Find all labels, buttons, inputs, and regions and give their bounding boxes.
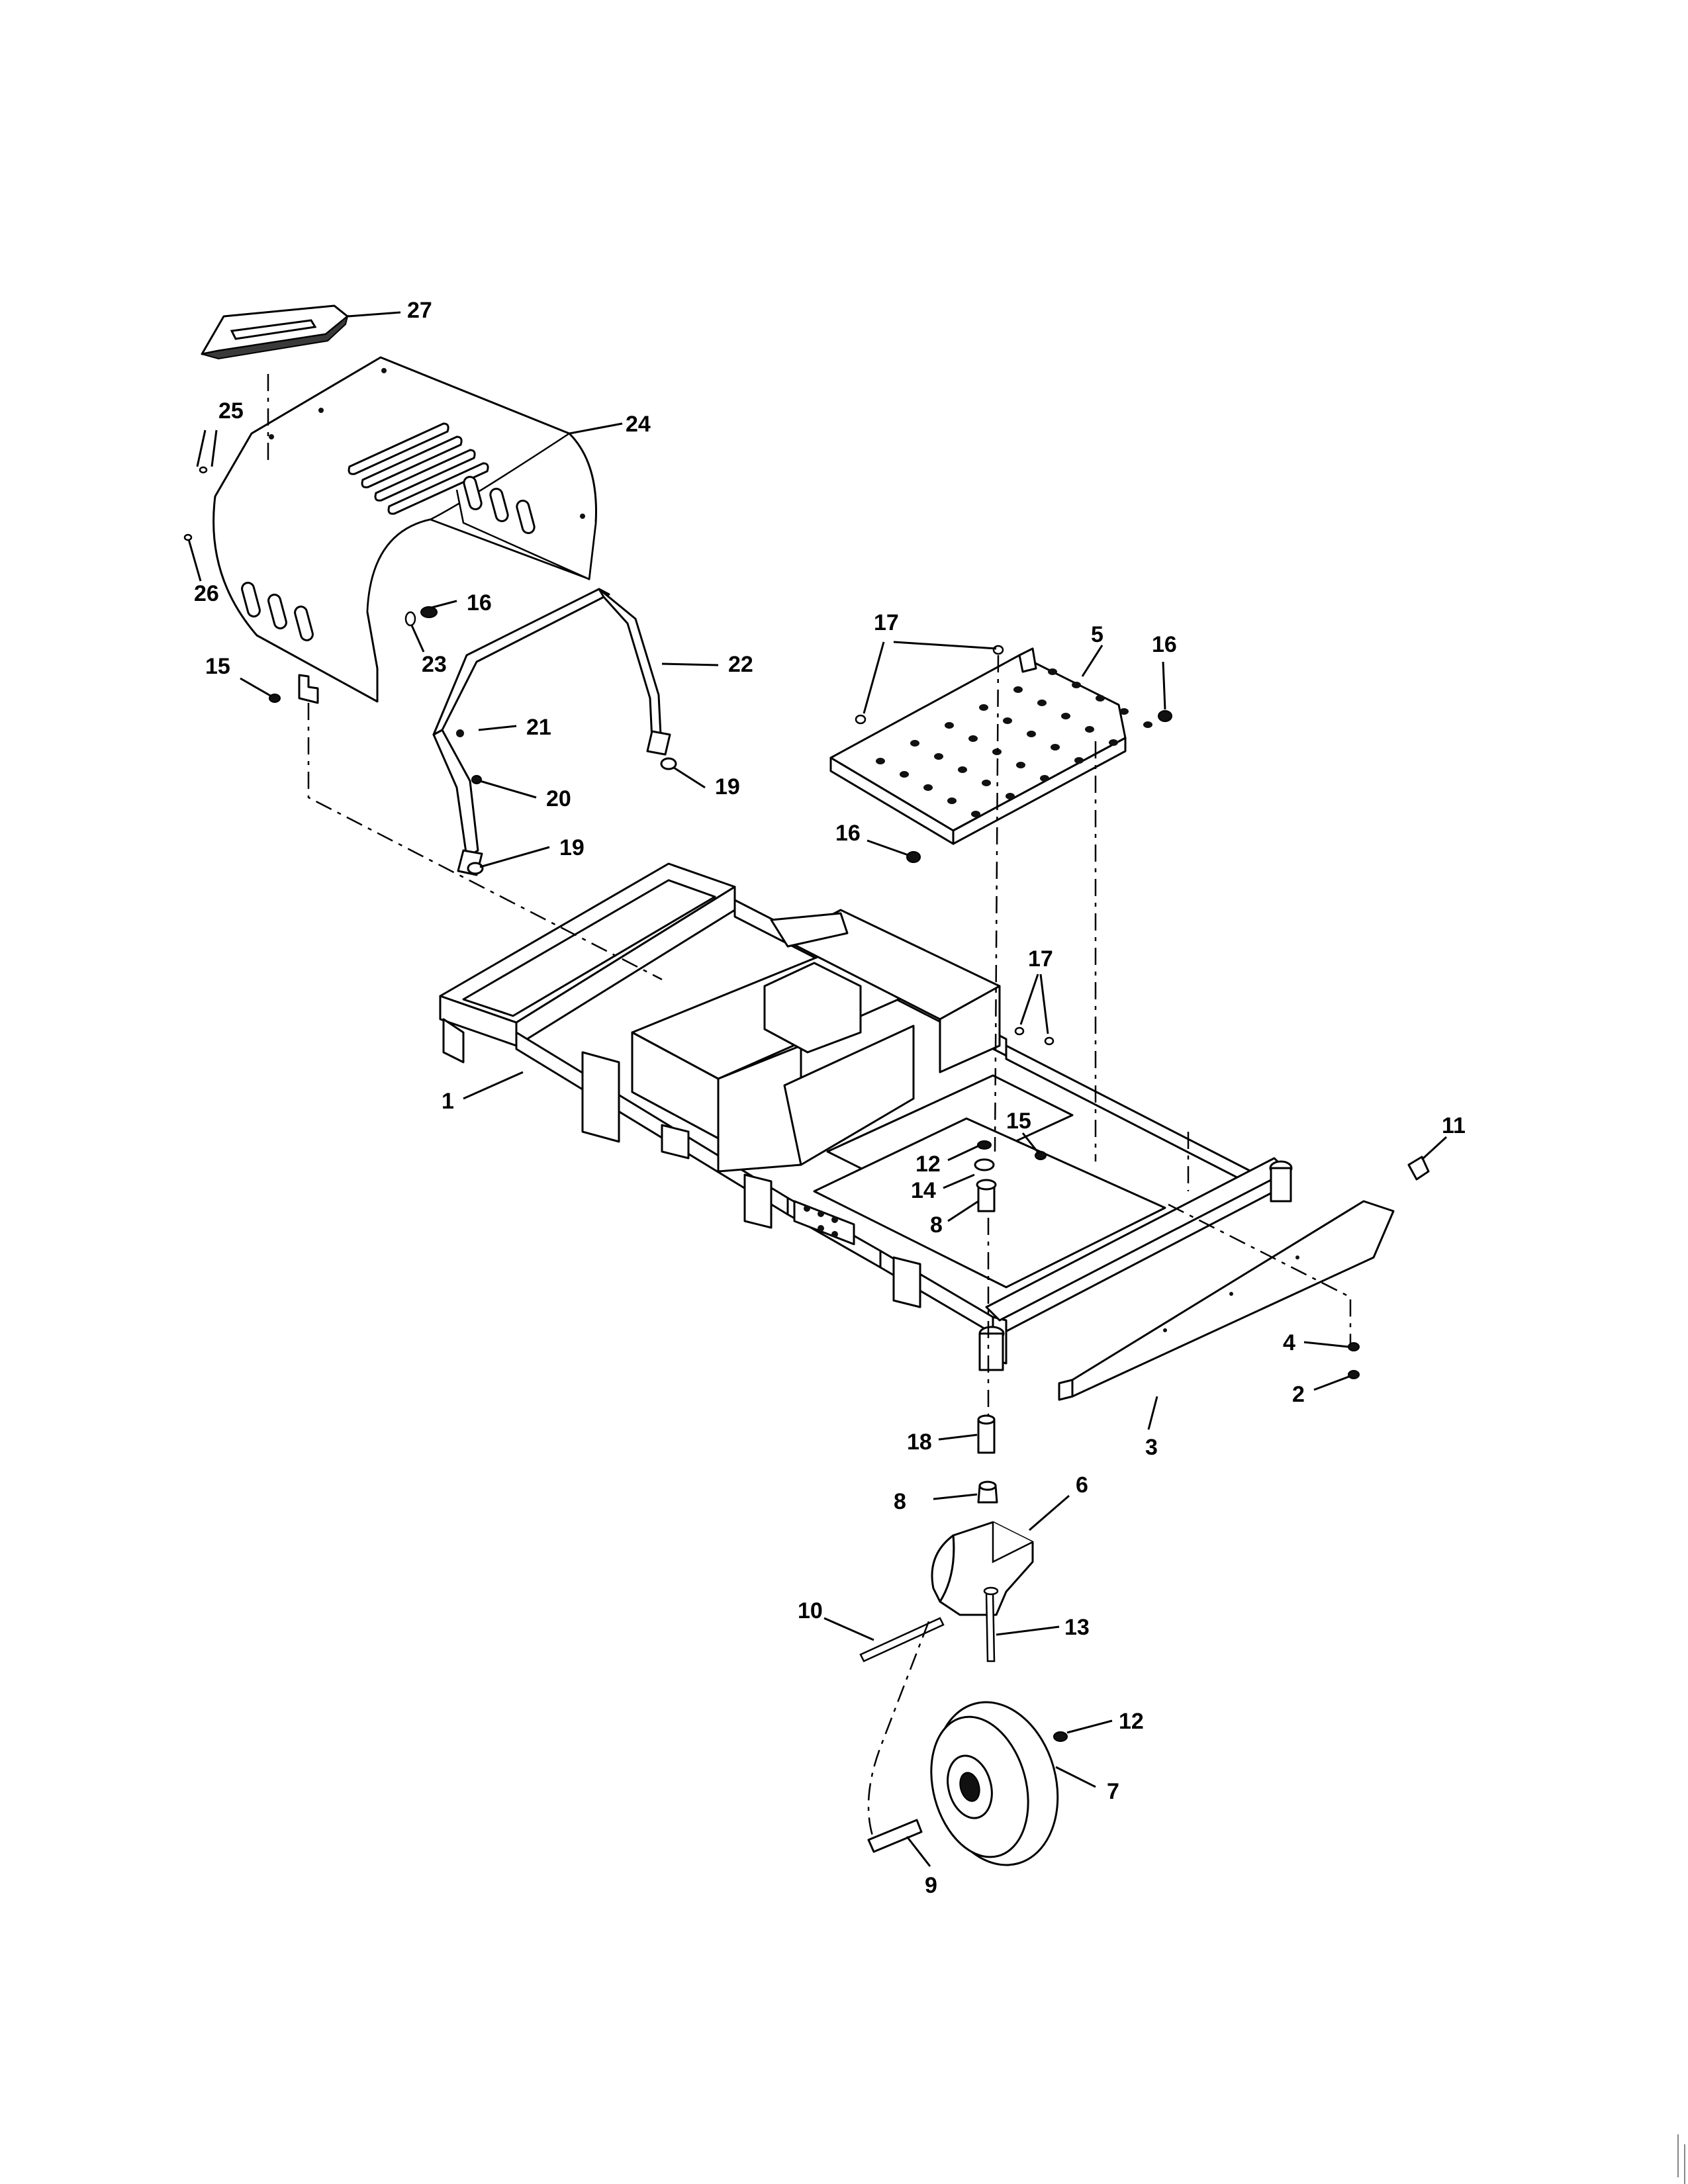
floor-pan-hole: [1061, 713, 1070, 719]
caster-yoke-part: [931, 1521, 1034, 1616]
floor-pan-hole: [1143, 721, 1152, 728]
leader-lines: [187, 311, 1448, 1867]
floor-pan-hole: [1096, 695, 1105, 702]
hood-bracket-part: [298, 674, 319, 704]
callout-8: 8: [930, 1212, 943, 1238]
callout-23: 23: [422, 652, 447, 677]
callout-19: 19: [715, 774, 740, 799]
rear-hood-part: [212, 356, 597, 703]
floor-pan-hole: [958, 766, 967, 773]
nut-part-12: [1053, 1731, 1068, 1742]
callout-19: 19: [559, 835, 585, 860]
callout-24: 24: [626, 412, 651, 437]
floor-pan-hole: [979, 704, 988, 711]
callout-14: 14: [911, 1178, 936, 1203]
callout-17: 17: [1028, 946, 1053, 972]
callout-10: 10: [798, 1598, 823, 1623]
axle-sleeve-part: [867, 1819, 923, 1853]
callout-21: 21: [526, 715, 551, 740]
callout-6: 6: [1076, 1473, 1088, 1498]
callout-16: 16: [467, 590, 492, 615]
callout-15: 15: [1006, 1109, 1031, 1134]
callout-27: 27: [407, 298, 432, 323]
callout-17: 17: [874, 610, 899, 635]
callout-20: 20: [546, 786, 571, 811]
floor-pan-hole: [1006, 793, 1015, 799]
main-frame-part: [439, 862, 1293, 1371]
floor-pan-hole: [1016, 762, 1025, 768]
floor-pan-hole: [1109, 739, 1118, 746]
floor-pan-hole: [1040, 775, 1049, 782]
callout-8: 8: [894, 1489, 906, 1514]
spindle-bolt-part: [985, 1590, 996, 1662]
floor-pan-part: [829, 647, 1152, 845]
callout-12: 12: [915, 1152, 941, 1177]
floor-pan-hole: [1037, 700, 1047, 706]
callout-26: 26: [194, 581, 219, 606]
hood-support-bracket-part: [432, 588, 671, 876]
clip-part-11: [1407, 1156, 1430, 1181]
callout-16: 16: [1152, 632, 1177, 657]
callout-11: 11: [1442, 1113, 1466, 1138]
floor-pan-hole: [1074, 757, 1084, 764]
floor-pan-hole: [947, 797, 957, 804]
callout-1: 1: [442, 1089, 454, 1114]
floor-pan-hole: [1072, 682, 1081, 688]
floor-pan-hole: [900, 771, 909, 778]
floor-pan-hole: [1119, 708, 1129, 715]
floor-pan-hole: [1048, 668, 1057, 675]
floor-pan-hole: [876, 758, 885, 764]
scan-edge-mark: [1677, 2134, 1685, 2184]
floor-pan-hole: [1051, 744, 1060, 751]
floor-pan-hole: [934, 753, 943, 760]
floor-pan-hole: [1003, 717, 1012, 724]
callout-9: 9: [925, 1873, 937, 1898]
floor-pan-hole: [945, 722, 954, 729]
floor-pan-hole: [968, 735, 978, 742]
floor-pan-hole: [1027, 731, 1036, 737]
callout-5: 5: [1091, 622, 1103, 647]
callout-16: 16: [835, 821, 861, 846]
callout-labels: 27 25 24 26 16 23 15 22 21 20 19 19 17 5…: [194, 298, 1466, 1898]
floor-pan-hole: [1085, 726, 1094, 733]
floor-pan-hole: [982, 780, 991, 786]
callout-18: 18: [907, 1430, 932, 1455]
floor-pan-hole: [971, 811, 980, 817]
callout-4: 4: [1283, 1330, 1295, 1355]
alignment-lines: [267, 374, 1352, 1841]
caster-spindle-parts: [974, 1140, 998, 1504]
front-bumper-part: [1058, 1200, 1395, 1401]
callout-13: 13: [1064, 1615, 1090, 1640]
callout-22: 22: [728, 652, 753, 677]
callout-3: 3: [1145, 1435, 1158, 1460]
callout-12: 12: [1119, 1709, 1144, 1734]
callout-25: 25: [218, 398, 244, 424]
hood-handle-part: [201, 304, 349, 360]
caster-wheel-part: [930, 1701, 1059, 1866]
callout-15: 15: [205, 654, 230, 679]
floor-pan-hole: [923, 784, 933, 791]
floor-pan-hole: [910, 740, 919, 747]
floor-pan-hole: [992, 749, 1002, 755]
callout-2: 2: [1292, 1382, 1305, 1407]
axle-bolt-part: [859, 1617, 945, 1662]
callout-7: 7: [1107, 1779, 1119, 1804]
floor-pan-hole: [1013, 686, 1023, 693]
